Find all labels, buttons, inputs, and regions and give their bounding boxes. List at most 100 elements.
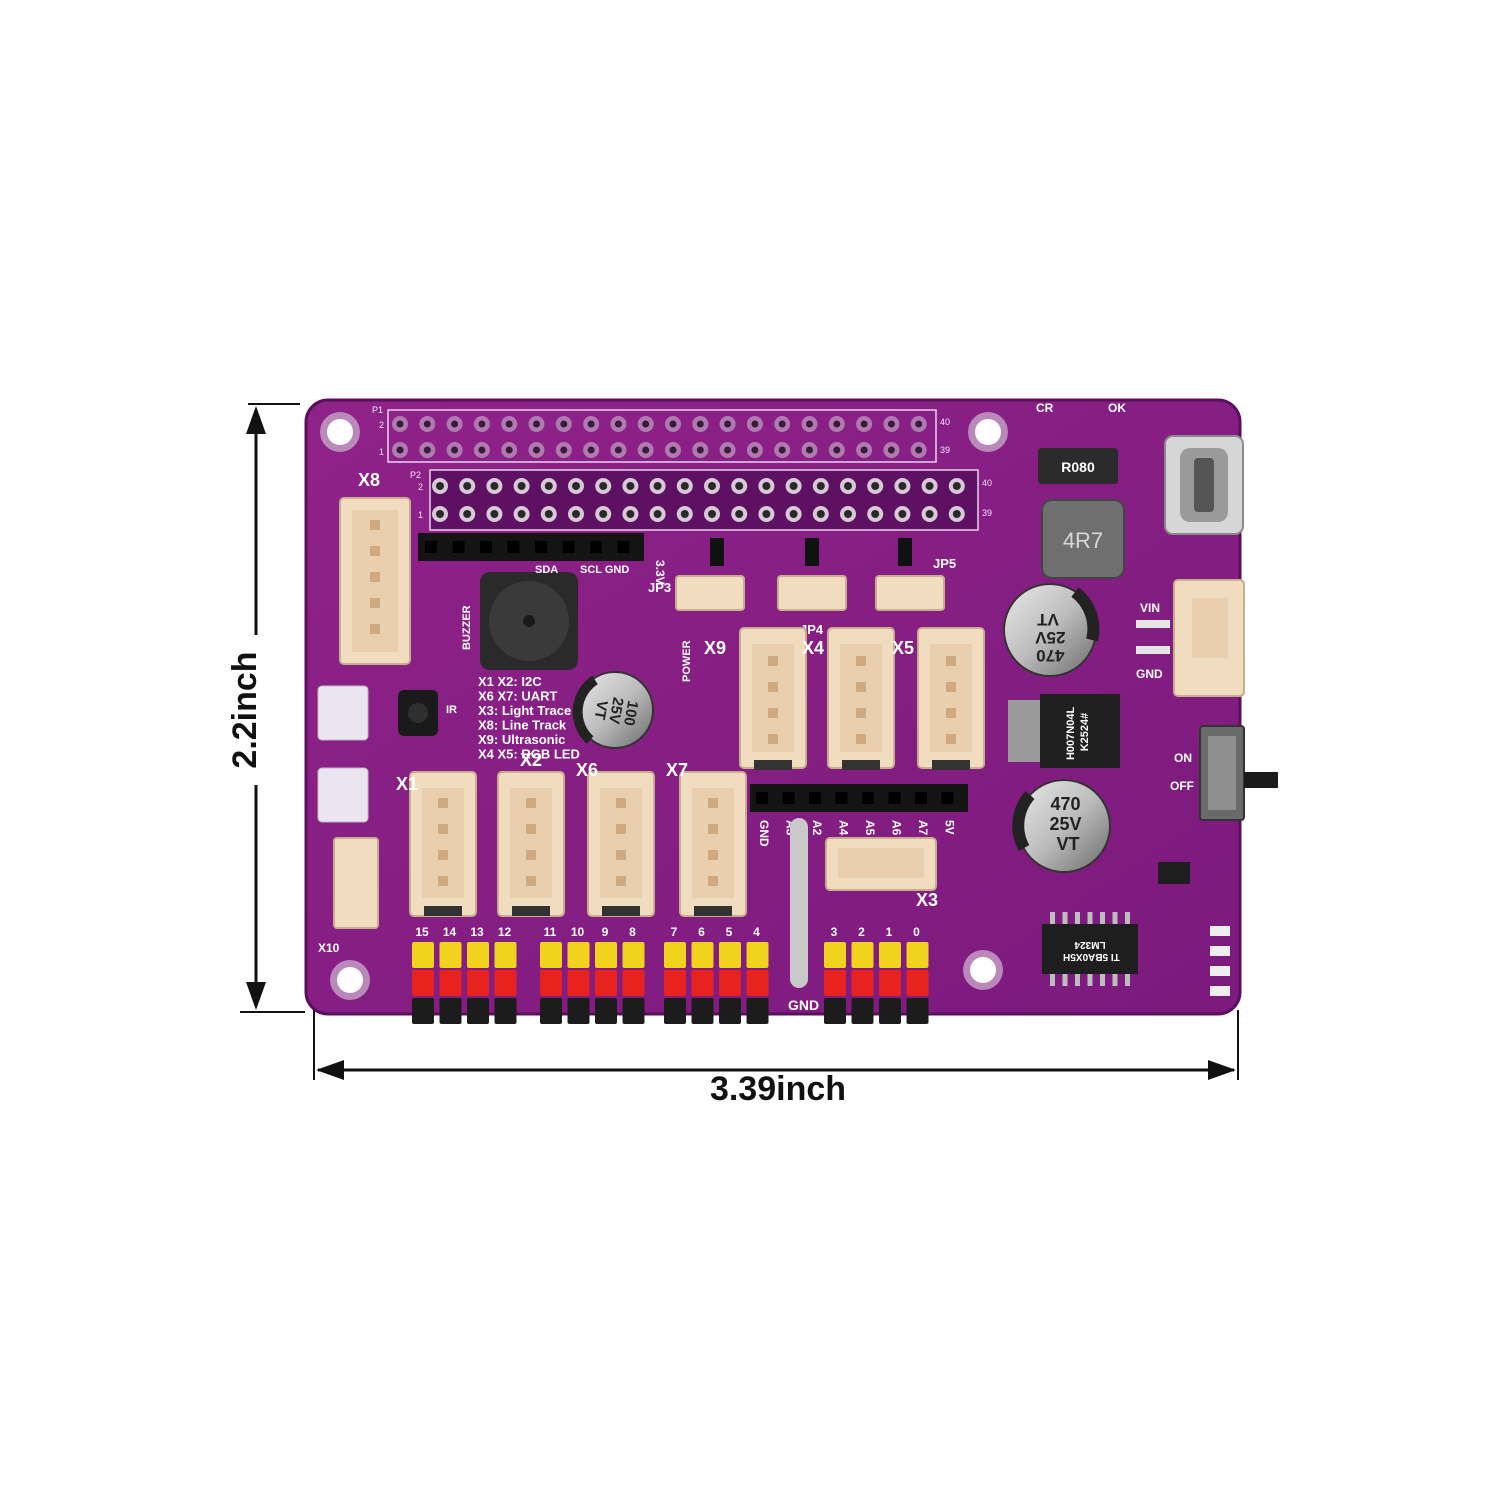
servo-ground-pin[interactable] — [824, 998, 846, 1024]
female-header-hole — [425, 541, 437, 553]
servo-power-pin[interactable] — [719, 970, 741, 996]
servo-ground-pin[interactable] — [622, 998, 645, 1024]
p1-pin40-label: 40 — [940, 417, 950, 427]
servo-power-pin[interactable] — [595, 970, 617, 996]
servo-signal-pin[interactable] — [540, 942, 562, 968]
p2-label: P2 — [410, 470, 421, 480]
board-slot — [790, 818, 808, 988]
header-pin-hole — [708, 482, 716, 490]
jp5-connector[interactable] — [875, 575, 945, 611]
scl-gnd-label: SCL GND — [580, 564, 629, 576]
power-input-connector[interactable] — [1173, 579, 1245, 697]
servo-signal-pin[interactable] — [851, 942, 874, 968]
servo-channel-label: 8 — [629, 925, 636, 939]
servo-signal-pin[interactable] — [824, 942, 846, 968]
header-pin-hole — [490, 510, 499, 518]
header-pin-hole — [860, 420, 868, 428]
servo-ground-pin[interactable] — [691, 998, 714, 1024]
jp3-connector[interactable] — [675, 575, 745, 611]
status-led — [1210, 926, 1230, 936]
servo-signal-pin[interactable] — [622, 942, 645, 968]
servo-ground-pin[interactable] — [851, 998, 874, 1024]
header-pin-hole — [669, 446, 677, 454]
servo-power-pin[interactable] — [851, 970, 874, 996]
header-pin-hole — [735, 482, 744, 490]
servo-signal-pin[interactable] — [691, 942, 714, 968]
servo-ground-pin[interactable] — [467, 998, 489, 1024]
x3-connector[interactable] — [825, 837, 937, 891]
servo-signal-pin[interactable] — [412, 942, 434, 968]
servo-signal-pin[interactable] — [567, 942, 590, 968]
legend-line: X1 X2: I2C — [478, 674, 542, 689]
header-pin-hole — [614, 446, 622, 454]
servo-ground-pin[interactable] — [540, 998, 562, 1024]
chip-leg — [1112, 912, 1118, 924]
x10-connector[interactable] — [333, 837, 379, 929]
servo-channel-label: 0 — [913, 925, 920, 939]
servo-ground-pin[interactable] — [439, 998, 462, 1024]
servo-ground-pin[interactable] — [567, 998, 590, 1024]
servo-power-pin[interactable] — [439, 970, 462, 996]
driver-text2: LM324 — [1074, 939, 1106, 950]
servo-signal-pin[interactable] — [746, 942, 769, 968]
servo-power-pin[interactable] — [622, 970, 645, 996]
servo-signal-pin[interactable] — [439, 942, 462, 968]
x1-label: X1 — [396, 774, 418, 794]
header-pin-hole — [436, 510, 444, 518]
servo-channel-label: 1 — [886, 925, 893, 939]
jumper-cap-3[interactable] — [898, 538, 912, 566]
servo-power-pin[interactable] — [879, 970, 901, 996]
header-pin-hole — [751, 446, 759, 454]
servo-ground-pin[interactable] — [906, 998, 929, 1024]
x8-connector[interactable] — [339, 497, 411, 665]
female-header-hole — [452, 541, 465, 553]
x7-connector[interactable] — [679, 771, 747, 917]
servo-power-pin[interactable] — [906, 970, 929, 996]
chip-leg — [1075, 912, 1080, 924]
servo-signal-pin[interactable] — [494, 942, 517, 968]
servo-signal-pin[interactable] — [719, 942, 741, 968]
x2-connector[interactable] — [497, 771, 565, 917]
servo-ground-pin[interactable] — [412, 998, 434, 1024]
servo-signal-pin[interactable] — [906, 942, 929, 968]
x1-connector[interactable] — [409, 771, 477, 917]
servo-ground-pin[interactable] — [746, 998, 769, 1024]
servo-power-pin[interactable] — [494, 970, 517, 996]
x5-connector[interactable] — [917, 627, 985, 770]
servo-power-pin[interactable] — [664, 970, 686, 996]
servo-signal-pin[interactable] — [595, 942, 617, 968]
usb-c-port[interactable] — [1164, 435, 1244, 535]
header-pin-hole — [696, 446, 704, 454]
servo-power-pin[interactable] — [540, 970, 562, 996]
servo-signal-pin[interactable] — [879, 942, 901, 968]
x9-connector[interactable] — [739, 627, 807, 770]
servo-ground-pin[interactable] — [879, 998, 901, 1024]
power-switch[interactable] — [1199, 725, 1278, 821]
jumper-cap-2[interactable] — [805, 538, 819, 566]
servo-power-pin[interactable] — [824, 970, 846, 996]
servo-ground-pin[interactable] — [664, 998, 686, 1024]
servo-signal-pin[interactable] — [664, 942, 686, 968]
servo-power-pin[interactable] — [691, 970, 714, 996]
header-pin-hole — [844, 510, 852, 518]
jumper-cap-1[interactable] — [710, 538, 724, 566]
servo-signal-pin[interactable] — [467, 942, 489, 968]
servo-ground-pin[interactable] — [719, 998, 741, 1024]
servo-power-pin[interactable] — [467, 970, 489, 996]
jp4-connector[interactable] — [777, 575, 847, 611]
servo-ground-pin[interactable] — [595, 998, 617, 1024]
header-pin-hole — [844, 482, 852, 490]
servo-power-pin[interactable] — [567, 970, 590, 996]
header-pin-hole — [735, 510, 744, 518]
x4-connector[interactable] — [827, 627, 895, 770]
inductor-large: 4R7 — [1041, 499, 1125, 579]
servo-power-pin[interactable] — [746, 970, 769, 996]
x6-connector[interactable] — [587, 771, 655, 917]
analog-label: A4 — [837, 820, 851, 836]
servo-ground-pin[interactable] — [494, 998, 517, 1024]
servo-power-pin[interactable] — [412, 970, 434, 996]
